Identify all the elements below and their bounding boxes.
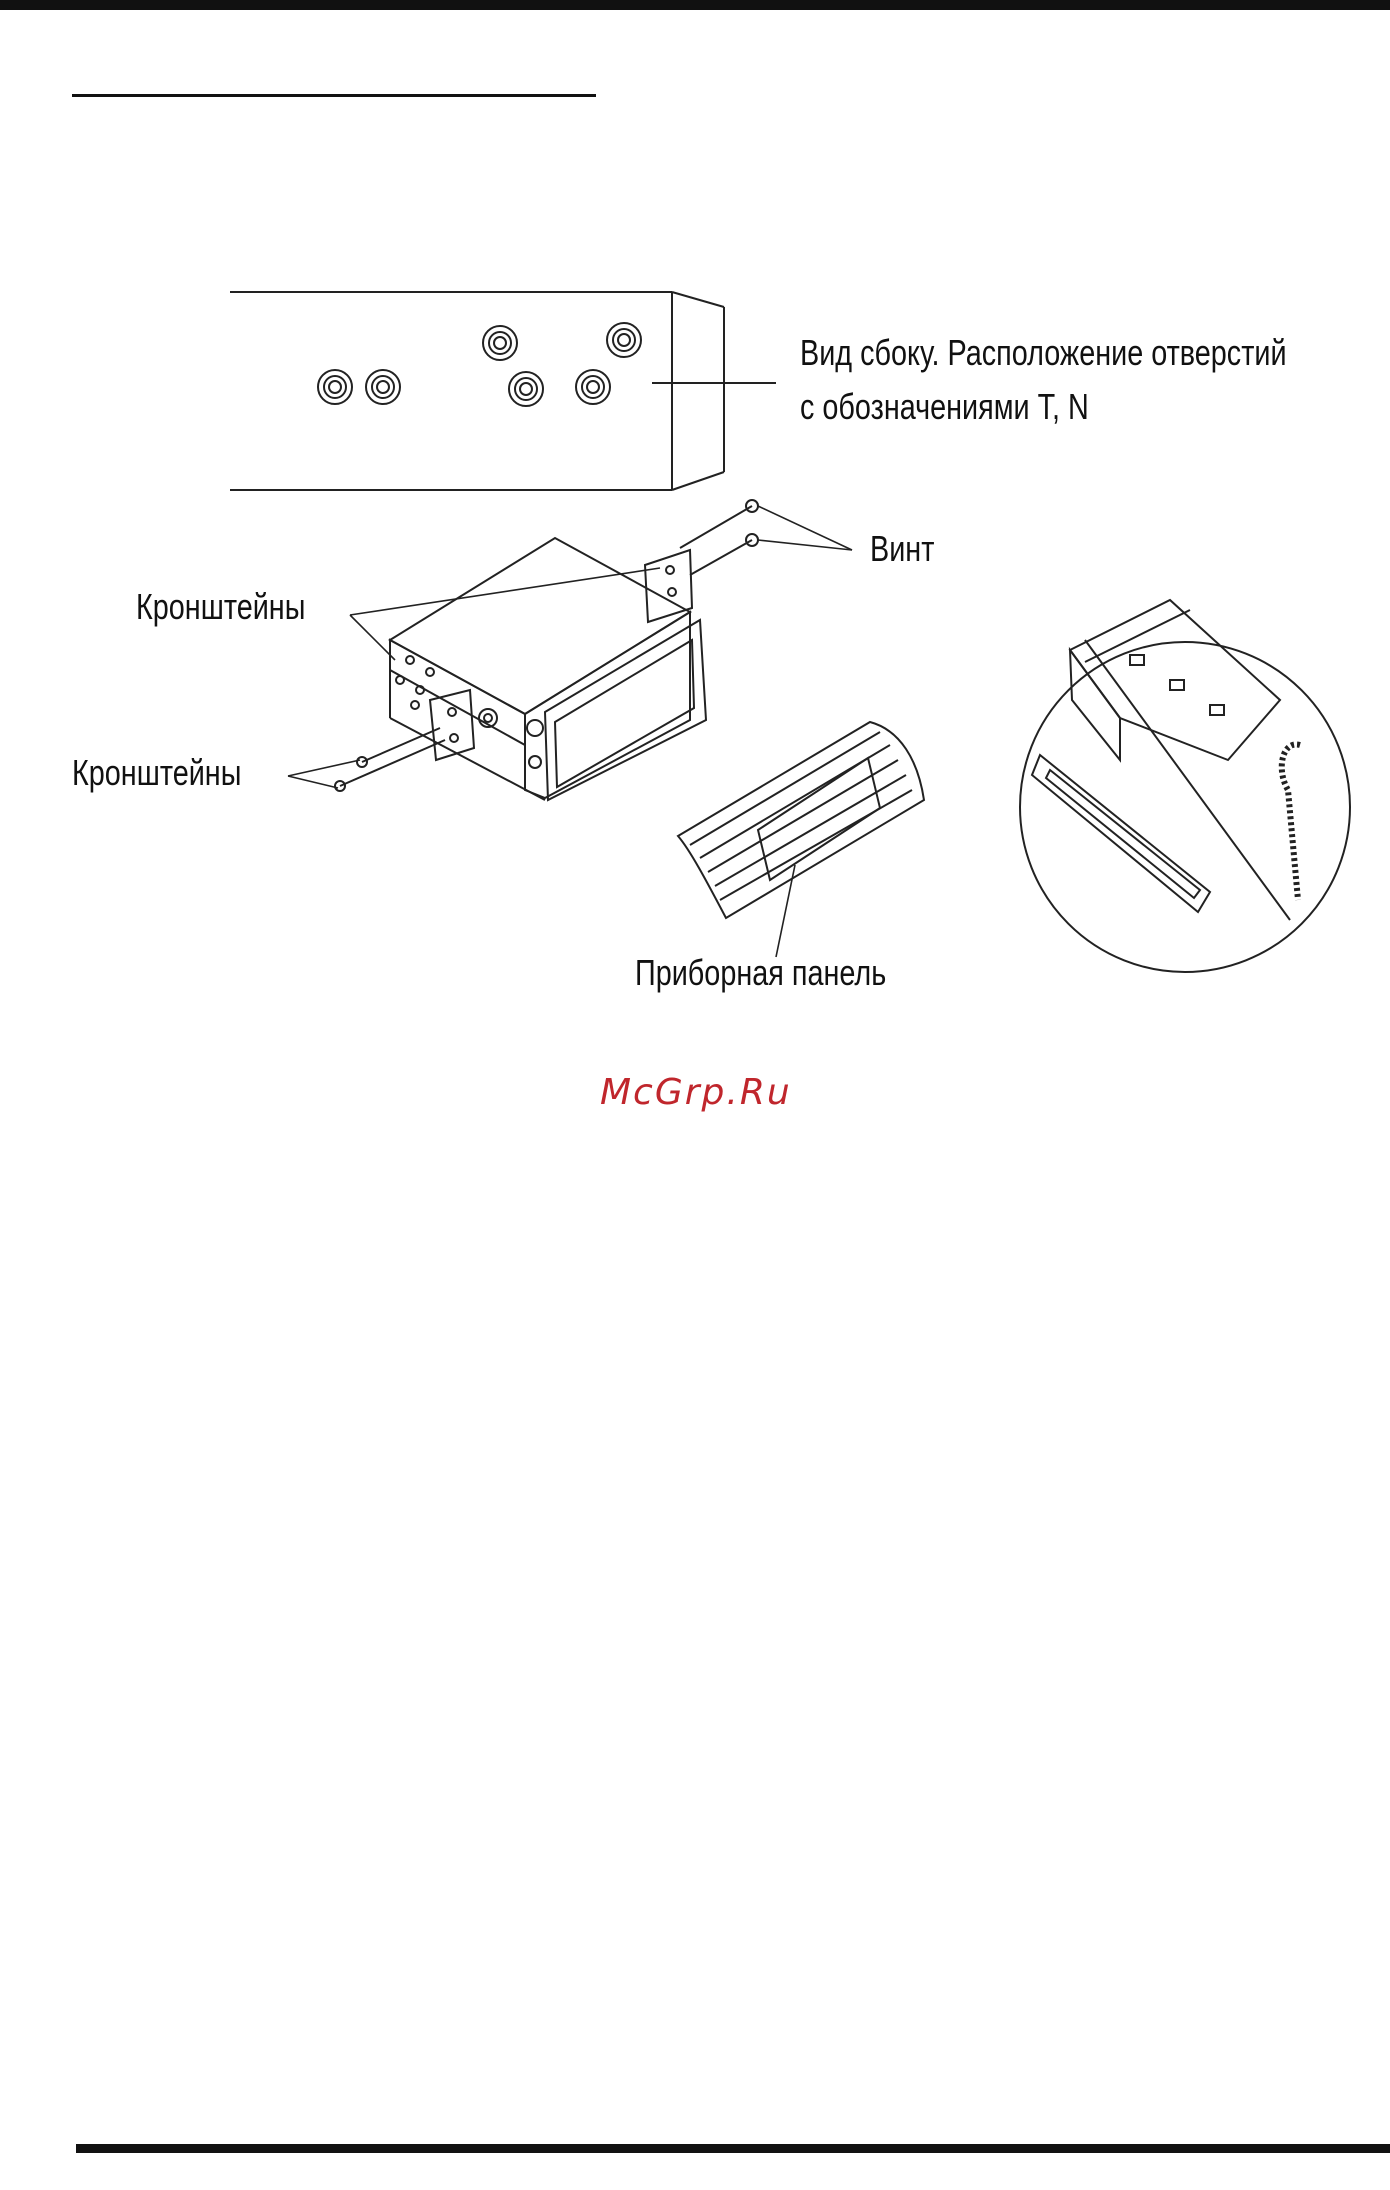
side-view-panel	[230, 292, 776, 490]
screw-label: Винт	[870, 526, 934, 572]
brackets-label-top: Кронштейны	[136, 584, 305, 630]
leader-lines	[288, 506, 852, 957]
dashboard	[678, 722, 924, 918]
side-view-label-line1: Вид сбоку. Расположение отверстий	[800, 330, 1287, 376]
bracket-front	[430, 690, 474, 760]
dashboard-label: Приборная панель	[635, 950, 886, 996]
screws-top	[680, 500, 758, 575]
mounting-holes	[318, 323, 641, 406]
side-view-label-line2: с обозначениями T, N	[800, 384, 1089, 430]
watermark-text: McGrp.Ru	[600, 1072, 792, 1113]
bottom-border-bar	[76, 2144, 1390, 2153]
mounting-sleeve-inset	[1020, 600, 1350, 972]
bracket-rear	[645, 550, 692, 622]
brackets-label-bottom: Кронштейны	[72, 750, 241, 796]
head-unit	[390, 538, 706, 800]
